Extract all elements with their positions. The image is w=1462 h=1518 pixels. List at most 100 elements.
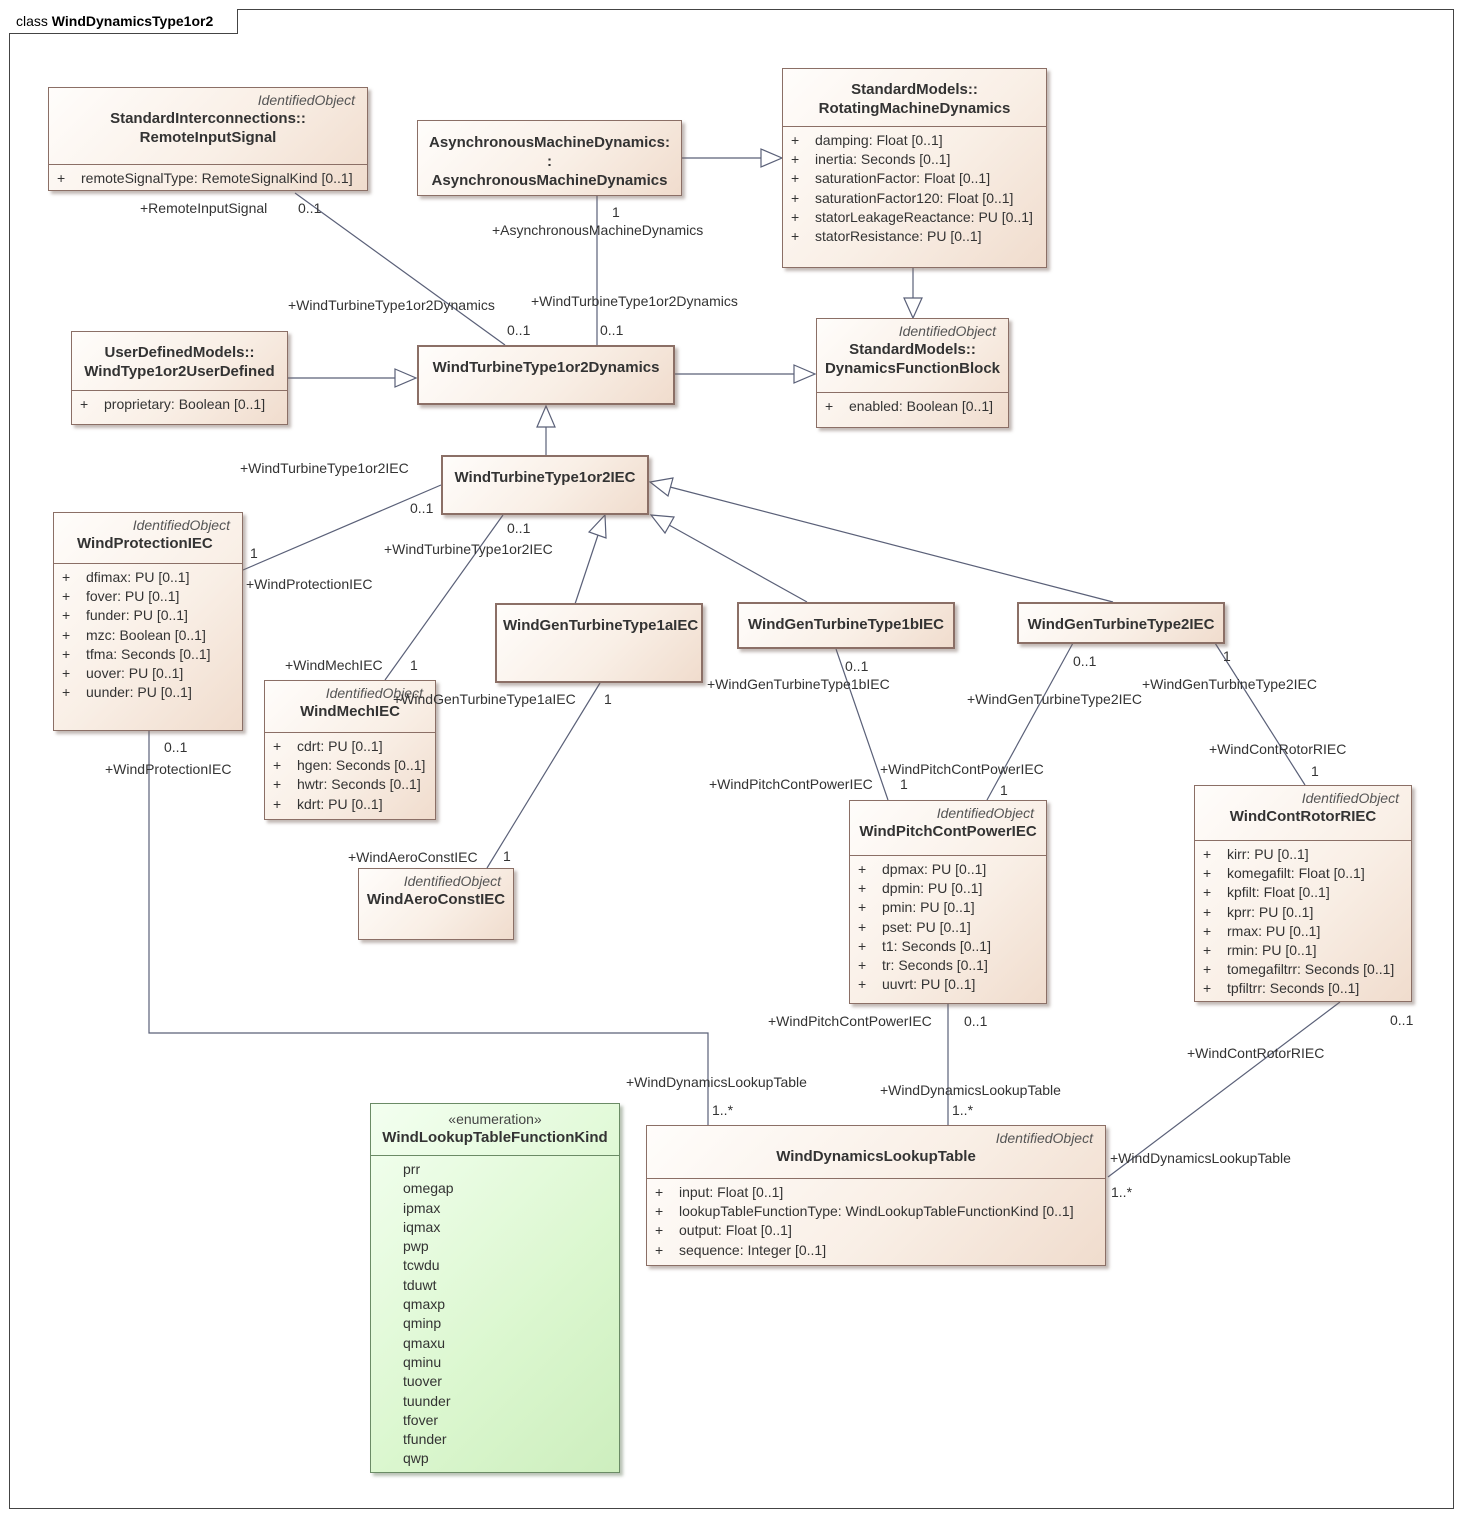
class-wind-gen-turbine-type1a-iec[interactable]: WindGenTurbineType1aIEC — [495, 603, 703, 683]
attribute: +cdrt: PU [0..1] — [273, 738, 383, 754]
attribute: +dfimax: PU [0..1] — [62, 569, 190, 585]
diagram-frame-title: class WindDynamicsType1or2 — [9, 9, 239, 34]
attribute: +enabled: Boolean [0..1] — [825, 398, 994, 414]
class-remote-input-signal[interactable]: IdentifiedObject StandardInterconnection… — [48, 87, 368, 191]
class-async-machine-dynamics[interactable]: AsynchronousMachineDynamics: : Asynchron… — [417, 120, 682, 196]
enum-literal: tuover — [403, 1373, 442, 1390]
class-dynamics-function-block[interactable]: IdentifiedObject StandardModels:: Dynami… — [816, 318, 1009, 428]
attribute: +kpfilt: Float [0..1] — [1203, 884, 1330, 901]
role-label: +WindGenTurbineType1bIEC — [707, 676, 890, 692]
role-label: +WindDynamicsLookupTable — [1110, 1150, 1291, 1166]
attribute: +damping: Float [0..1] — [791, 132, 943, 148]
attribute: +inertia: Seconds [0..1] — [791, 151, 951, 168]
stereotype-label: IdentifiedObject — [995, 1130, 1093, 1146]
multiplicity-label: 1 — [612, 204, 620, 220]
class-wind-aero-const-iec[interactable]: IdentifiedObject WindAeroConstIEC — [358, 868, 514, 940]
multiplicity-label: 1 — [1000, 782, 1008, 798]
gen-arrow-type1b — [649, 514, 675, 535]
attribute: +lookupTableFunctionType: WindLookupTabl… — [655, 1203, 1074, 1220]
class-name: RotatingMachineDynamics — [818, 100, 1011, 117]
enum-wind-lookup-table-function-kind[interactable]: «enumeration» WindLookupTableFunctionKin… — [370, 1103, 620, 1473]
multiplicity-label: 0..1 — [964, 1013, 988, 1029]
attribute-list: +input: Float [0..1] +lookupTableFunctio… — [647, 1178, 1105, 1260]
attribute: +input: Float [0..1] — [655, 1184, 784, 1200]
enum-literal: qmaxu — [403, 1334, 446, 1351]
attribute: +rmin: PU [0..1] — [1203, 942, 1317, 959]
role-label: +WindPitchContPowerIEC — [768, 1013, 932, 1029]
class-name: RemoteInputSignal — [139, 129, 277, 146]
gen-arrow-type1a — [587, 513, 607, 539]
assoc-pitch-type1b — [835, 648, 889, 801]
class-wind-turbine-type1or2-iec[interactable]: WindTurbineType1or2IEC — [441, 455, 649, 515]
multiplicity-label: 1 — [410, 657, 418, 673]
multiplicity-label: 0..1 — [845, 658, 869, 674]
role-label: +WindGenTurbineType1aIEC — [393, 691, 576, 707]
attribute: +komegafilt: Float [0..1] — [1203, 865, 1365, 882]
multiplicity-label: 0..1 — [1390, 1012, 1414, 1028]
class-name: WindType1or2UserDefined — [84, 363, 275, 380]
assoc-pitch-type2 — [986, 642, 1074, 801]
class-name: AsynchronousMachineDynamics — [431, 172, 668, 189]
attribute: +uunder: PU [0..1] — [62, 684, 192, 701]
multiplicity-label: 0..1 — [298, 200, 322, 216]
stereotype-label: IdentifiedObject — [898, 323, 996, 339]
class-name: WindGenTurbineType1aIEC — [503, 617, 699, 634]
class-wind-gen-turbine-type2-iec[interactable]: WindGenTurbineType2IEC — [1017, 602, 1225, 644]
class-wind-gen-turbine-type1b-iec[interactable]: WindGenTurbineType1bIEC — [737, 602, 955, 649]
enum-literal: ipmax — [403, 1199, 441, 1216]
multiplicity-label: 1..* — [952, 1102, 974, 1118]
gen-arrow-dynamics-dfb — [793, 364, 817, 384]
role-label: +WindGenTurbineType2IEC — [1142, 676, 1317, 692]
multiplicity-label: 1..* — [712, 1102, 734, 1118]
assoc-wind-aero-const — [486, 682, 601, 869]
attribute-list: +damping: Float [0..1] +inertia: Seconds… — [783, 126, 1046, 246]
attribute-list: +dfimax: PU [0..1] +fover: PU [0..1] +fu… — [54, 563, 242, 702]
class-rotating-machine-dynamics[interactable]: StandardModels:: RotatingMachineDynamics… — [782, 68, 1047, 268]
multiplicity-label: 1 — [1223, 648, 1231, 664]
multiplicity-label: 1 — [900, 776, 908, 792]
attribute-list: +cdrt: PU [0..1] +hgen: Seconds [0..1] +… — [265, 732, 435, 814]
class-name: WindDynamicsLookupTable — [776, 1148, 976, 1165]
attribute: +rmax: PU [0..1] — [1203, 922, 1321, 939]
class-name: WindTurbineType1or2Dynamics — [432, 359, 660, 376]
class-name: StandardModels:: — [849, 341, 976, 358]
class-name: DynamicsFunctionBlock — [824, 360, 1001, 377]
attribute: +dpmax: PU [0..1] — [858, 861, 987, 877]
class-name: WindAeroConstIEC — [366, 891, 506, 908]
stereotype-label: IdentifiedObject — [1301, 790, 1399, 806]
stereotype-label: IdentifiedObject — [257, 92, 355, 108]
attribute: +output: Float [0..1] — [655, 1222, 792, 1239]
gen-arrow-type2 — [648, 477, 674, 498]
attribute-list: +remoteSignalType: RemoteSignalKind [0..… — [49, 164, 367, 188]
assoc-remote-input-signal — [294, 192, 506, 346]
role-label: +WindProtectionIEC — [105, 761, 232, 777]
class-wind-dynamics-lookup-table[interactable]: IdentifiedObject WindDynamicsLookupTable… — [646, 1125, 1106, 1266]
class-wind-type1or2-user-defined[interactable]: UserDefinedModels:: WindType1or2UserDefi… — [71, 331, 288, 425]
attribute: +kprr: PU [0..1] — [1203, 903, 1314, 920]
role-label: +WindPitchContPowerIEC — [880, 761, 1044, 777]
gen-arrow-rotating — [760, 148, 784, 168]
attribute: +uover: PU [0..1] — [62, 665, 184, 682]
role-label: +WindGenTurbineType2IEC — [967, 691, 1142, 707]
enum-literal: qminp — [403, 1315, 442, 1332]
class-wind-pitch-cont-power-iec[interactable]: IdentifiedObject WindPitchContPowerIEC +… — [849, 800, 1047, 1004]
stereotype-label: IdentifiedObject — [132, 517, 230, 533]
stereotype-label: IdentifiedObject — [936, 805, 1034, 821]
stereotype-label: IdentifiedObject — [403, 873, 501, 889]
assoc-wind-mech — [384, 514, 504, 681]
attribute: +saturationFactor120: Float [0..1] — [791, 189, 1014, 206]
class-wind-cont-rotor-riec[interactable]: IdentifiedObject WindContRotorRIEC +kirr… — [1194, 785, 1412, 1002]
class-wind-turbine-type1or2-dynamics[interactable]: WindTurbineType1or2Dynamics — [417, 345, 675, 405]
multiplicity-label: 0..1 — [164, 739, 188, 755]
stereotype-label: «enumeration» — [448, 1111, 542, 1127]
attribute: +tr: Seconds [0..1] — [858, 957, 988, 974]
enum-literal: tcwdu — [403, 1257, 440, 1274]
role-label: +WindContRotorRIEC — [1209, 741, 1347, 757]
class-wind-mech-iec[interactable]: IdentifiedObject WindMechIEC +cdrt: PU [… — [264, 680, 436, 820]
class-name: : — [547, 153, 552, 170]
enum-literal-list: prr omegap ipmax iqmax pwp tcwdu tduwt q… — [371, 1155, 619, 1469]
class-wind-protection-iec[interactable]: IdentifiedObject WindProtectionIEC +dfim… — [53, 512, 243, 731]
attribute: +statorLeakageReactance: PU [0..1] — [791, 208, 1033, 225]
multiplicity-label: 1 — [250, 545, 258, 561]
gen-type1a-to-iec — [574, 534, 599, 605]
